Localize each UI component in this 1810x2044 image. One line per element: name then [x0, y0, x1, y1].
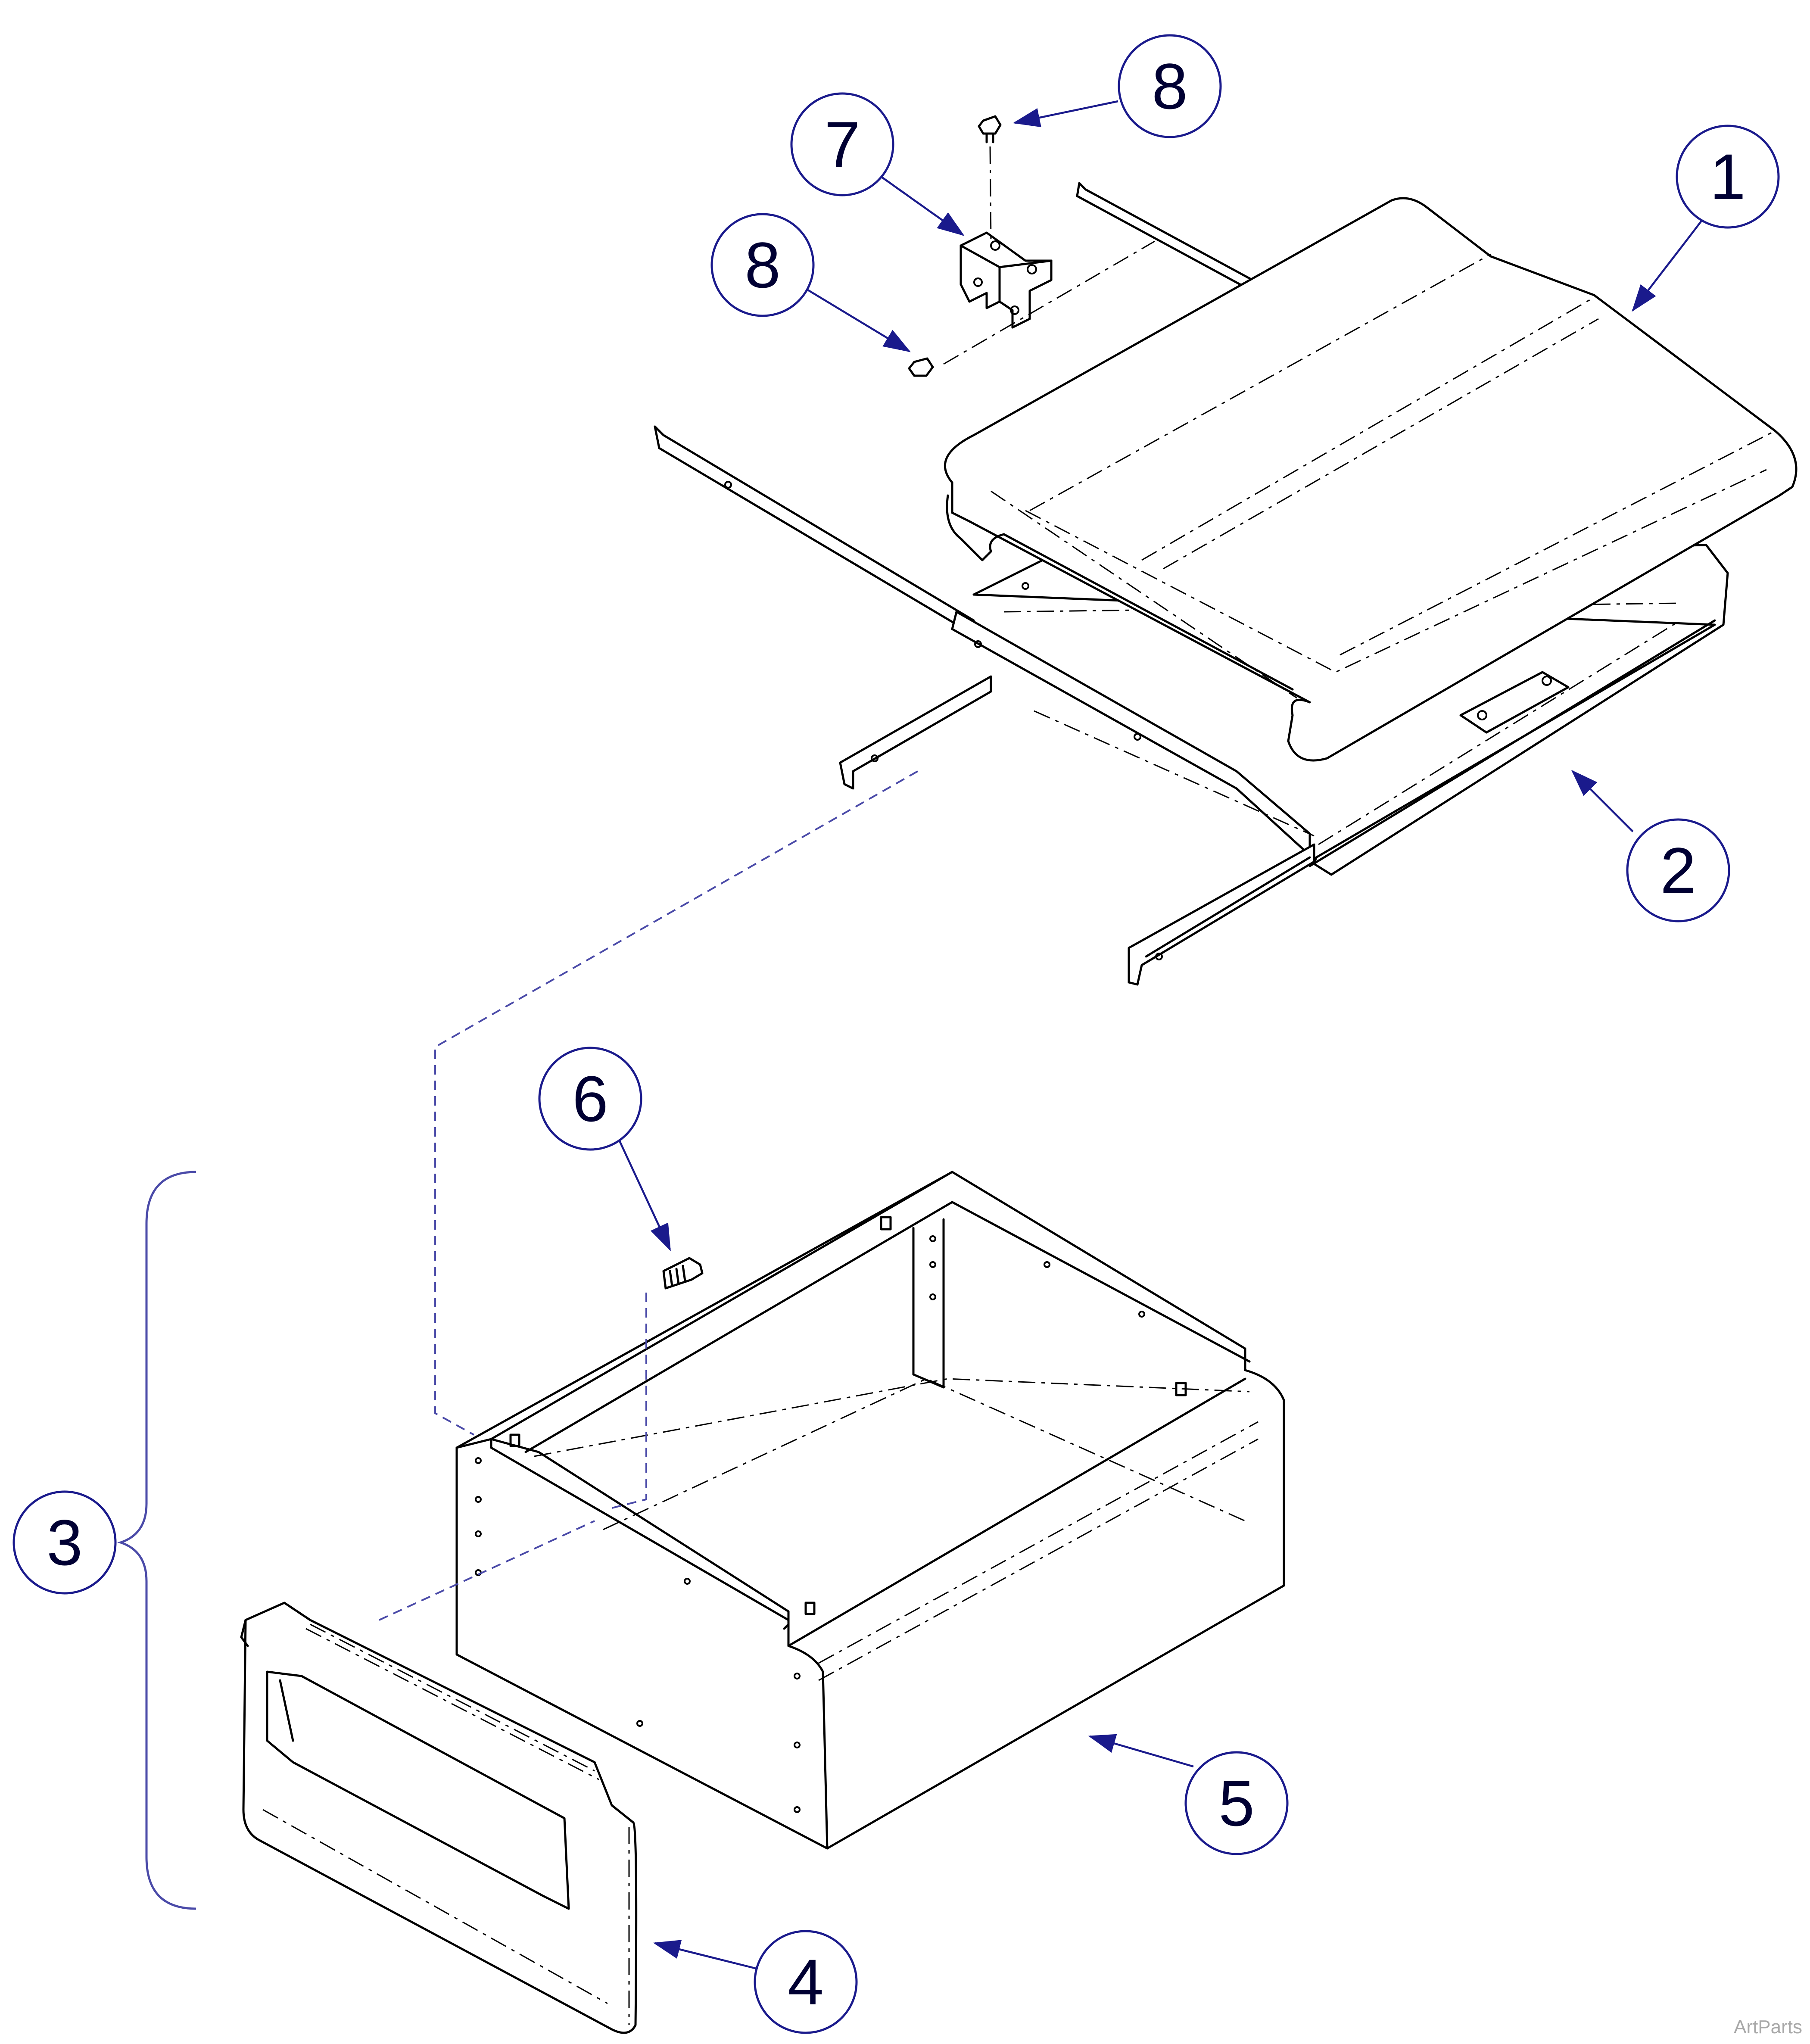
- mounting-bracket: [960, 231, 1053, 329]
- leader-4: [653, 1940, 759, 1970]
- slide-tray-assembly: [654, 182, 1729, 986]
- callout-4: 4: [754, 1930, 858, 2034]
- callout-6: 6: [538, 1047, 642, 1151]
- screw-top: [978, 115, 1002, 143]
- callout-8-left-label: 8: [745, 229, 780, 301]
- pin: [662, 1257, 704, 1290]
- leader-8-left: [805, 288, 911, 352]
- callout-1-label: 1: [1710, 140, 1745, 213]
- callout-5-label: 5: [1218, 1767, 1254, 1839]
- drawer-front: [240, 1602, 638, 2034]
- callout-4-label: 4: [788, 1946, 823, 2018]
- callout-8-top: 8: [1118, 34, 1222, 138]
- callout-2-label: 2: [1660, 834, 1696, 907]
- leader-7: [880, 176, 965, 236]
- seat-cushion: [944, 197, 1798, 762]
- callout-5: 5: [1184, 1751, 1289, 1855]
- callout-8-top-label: 8: [1152, 50, 1187, 122]
- callout-7: 7: [790, 92, 894, 196]
- leader-6: [613, 1128, 671, 1252]
- callout-3-label: 3: [47, 1506, 82, 1579]
- leader-5: [1088, 1734, 1194, 1768]
- leader-8-top: [1012, 100, 1118, 128]
- screw-left: [908, 357, 934, 377]
- callout-3: 3: [12, 1490, 117, 1595]
- leader-2: [1571, 770, 1634, 832]
- drawer-body: [455, 1171, 1285, 1850]
- leader-1: [1632, 217, 1705, 312]
- watermark: ArtParts: [1734, 2016, 1802, 2038]
- callout-2: 2: [1626, 818, 1730, 922]
- callout-7-label: 7: [824, 108, 860, 181]
- callout-8-left: 8: [710, 213, 815, 317]
- callout-1: 1: [1676, 125, 1780, 229]
- callout-6-label: 6: [572, 1063, 608, 1135]
- group-bracket: [117, 1171, 196, 1910]
